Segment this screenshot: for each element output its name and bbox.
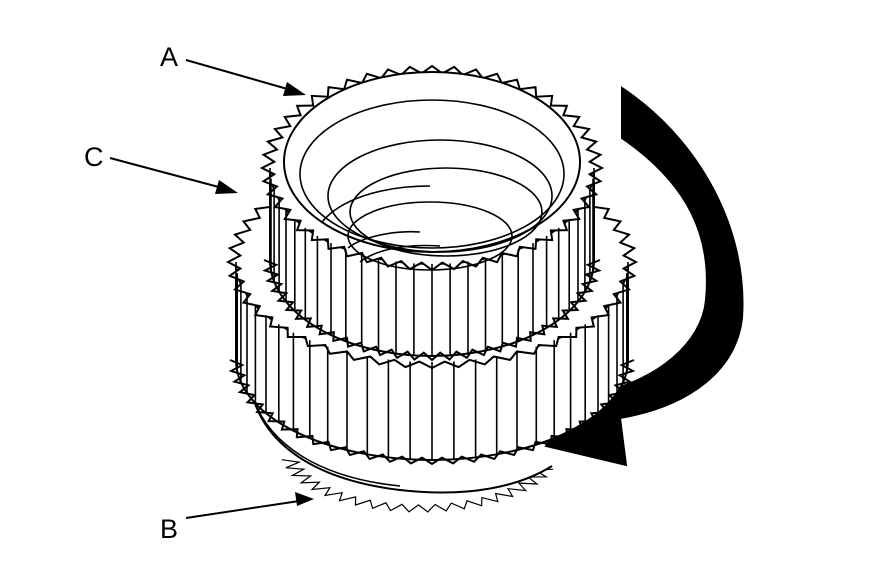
gear-tooth-edge [228, 359, 636, 466]
leader-line-a [185, 59, 306, 96]
leader-line-c [109, 157, 238, 194]
callout-label-a: A [160, 42, 178, 72]
gear-a [259, 64, 605, 362]
callout-label-b: B [160, 514, 178, 544]
gear-tooth-edge [262, 259, 602, 362]
callout-label-c: C [84, 142, 104, 172]
leader-line-b [185, 492, 314, 519]
lower-gear-b [281, 459, 554, 513]
